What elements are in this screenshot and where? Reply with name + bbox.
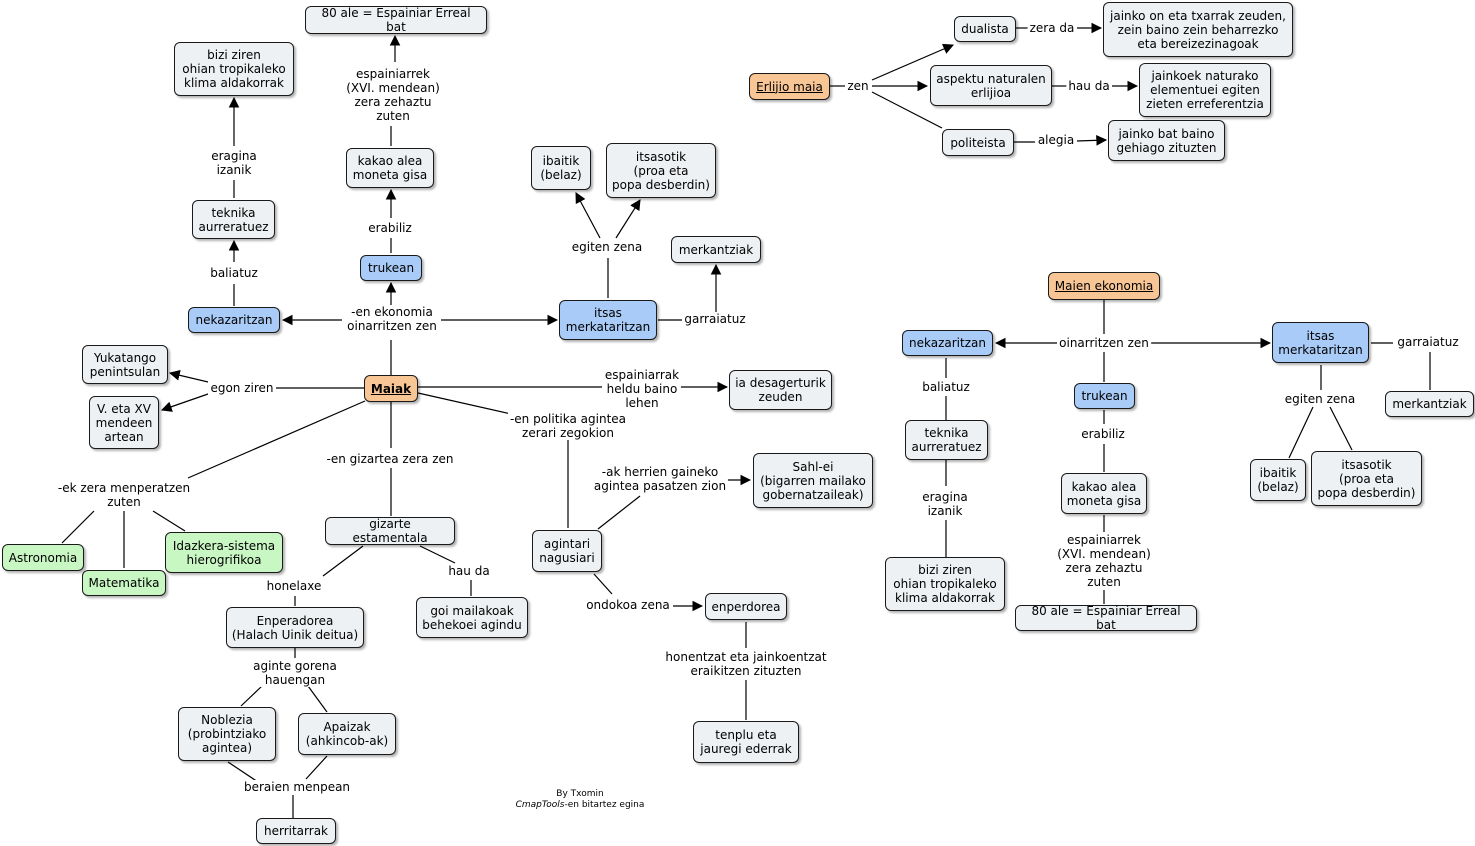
label-r-erabiliz: erabiliz <box>1079 427 1127 441</box>
node-kakao[interactable]: kakao alea moneta gisa <box>346 148 434 188</box>
label-ak-herrien: -ak herrien gaineko agintea pasatzen zio… <box>591 465 729 493</box>
node-gizarte[interactable]: gizarte estamentala <box>325 517 455 545</box>
node-enperadorea[interactable]: Enperadorea (Halach Uinik deitua) <box>226 607 364 648</box>
node-r-ibaitik[interactable]: ibaitik (belaz) <box>1250 459 1306 501</box>
label-egiten-zena: egiten zena <box>569 240 645 254</box>
label-r-garraiatuz: garraiatuz <box>1395 335 1461 349</box>
credit-tool-line: CmapTools-en bitartez egina <box>516 800 645 811</box>
label-hau-da: hau da <box>446 564 492 578</box>
label-aginte-gorena: aginte gorena hauengan <box>251 659 339 687</box>
node-v-eta-xv[interactable]: V. eta XV mendeen artean <box>89 396 159 449</box>
node-r-kakao[interactable]: kakao alea moneta gisa <box>1061 473 1147 514</box>
node-noblezia[interactable]: Noblezia (probintziako agintea) <box>178 707 276 761</box>
label-beraien-menpean: beraien menpean <box>241 780 353 794</box>
node-itsas-merkataritzan[interactable]: itsas merkataritzan <box>559 300 657 340</box>
label-en-politika: -en politika agintea zerari zegokion <box>507 412 629 440</box>
label-zen: zen <box>845 79 871 93</box>
node-r-itsasotik[interactable]: itsasotik (proa eta popa desberdin) <box>1311 451 1422 506</box>
node-matematika[interactable]: Matematika <box>82 570 166 596</box>
label-ek-zera: -ek zera menperatzen zuten <box>55 481 193 509</box>
node-desagerturik[interactable]: ia desagerturik zeuden <box>729 370 832 410</box>
node-erlijio-maia[interactable]: Erlijio maia <box>749 73 830 100</box>
label-r-baliatuz: baliatuz <box>920 380 972 394</box>
node-teknika[interactable]: teknika aurreratuez <box>192 200 275 239</box>
label-oinarritzen-zen: oinarritzen zen <box>1057 336 1151 350</box>
credit-text: By Txomin CmapTools-en bitartez egina <box>516 789 645 811</box>
label-r-espainiarrek: espainiarrek (XVI. mendean) zera zehaztu… <box>1055 533 1153 589</box>
label-en-ekonomia: -en ekonomia oinarritzen zen <box>345 305 439 333</box>
node-r-trukean[interactable]: trukean <box>1074 383 1135 409</box>
node-herritarrak[interactable]: herritarrak <box>256 818 336 844</box>
node-agintari[interactable]: agintari nagusiari <box>532 530 602 572</box>
node-tenplu[interactable]: tenplu eta jauregi ederrak <box>693 721 799 763</box>
credit-tool: CmapTools <box>515 800 565 810</box>
node-ale[interactable]: 80 ale = Espainiar Erreal bat <box>305 6 487 34</box>
node-r-ale[interactable]: 80 ale = Espainiar Erreal bat <box>1015 604 1197 632</box>
node-nekazaritzan[interactable]: nekazaritzan <box>188 307 280 333</box>
node-merkantziak[interactable]: merkantziak <box>671 236 761 263</box>
label-eragina: eragina izanik <box>209 149 259 177</box>
node-goi-mailakoak[interactable]: goi mailakoak behekoei agindu <box>416 597 528 638</box>
label-r-egiten-zena: egiten zena <box>1282 392 1358 406</box>
node-r-merkantziak[interactable]: merkantziak <box>1385 391 1474 417</box>
credit-tool-suffix: -en bitartez egina <box>564 800 645 810</box>
node-maiak[interactable]: Maiak <box>364 375 418 402</box>
label-hau-da-erlijio: hau da <box>1066 79 1112 93</box>
node-enperdorea[interactable]: enperdorea <box>705 593 787 620</box>
node-r-bizi[interactable]: bizi ziren ohian tropikaleko klima aldak… <box>885 557 1005 611</box>
label-egon-ziren: egon ziren <box>208 381 276 395</box>
label-zera-da: zera da <box>1027 21 1077 35</box>
label-honelaxe: honelaxe <box>264 579 324 593</box>
node-apaizak[interactable]: Apaizak (ahkincob-ak) <box>298 713 396 755</box>
label-garraiatuz: garraiatuz <box>682 312 748 326</box>
node-ibaitik[interactable]: ibaitik (belaz) <box>531 146 591 190</box>
node-astronomia[interactable]: Astronomia <box>2 544 84 571</box>
node-jainkoek[interactable]: jainkoek naturako elementuei egiten ziet… <box>1139 63 1271 117</box>
node-sahl[interactable]: Sahl-ei (bigarren mailako gobernatzailea… <box>753 453 873 508</box>
node-jainko-on[interactable]: jainko on eta txarrak zeuden, zein baino… <box>1103 2 1293 57</box>
node-bizi[interactable]: bizi ziren ohian tropikaleko klima aldak… <box>174 42 294 96</box>
node-trukean[interactable]: trukean <box>360 255 422 281</box>
node-itsasotik[interactable]: itsasotik (proa eta popa desberdin) <box>606 143 716 198</box>
label-erabiliz: erabiliz <box>366 221 414 235</box>
label-espainiarrak-heldu: espainiarrak heldu baino lehen <box>602 368 682 410</box>
label-ondokoa-zena: ondokoa zena <box>584 598 672 612</box>
node-jainko-bat[interactable]: jainko bat baino gehiago zituzten <box>1108 120 1225 161</box>
node-aspektu[interactable]: aspektu naturalen erlijioa <box>930 65 1052 106</box>
node-r-nekazaritzan[interactable]: nekazaritzan <box>902 330 993 356</box>
node-maien-ekonomia[interactable]: Maien ekonomia <box>1048 272 1160 300</box>
node-idazkera[interactable]: Idazkera-sistema hierogrifikoa <box>165 532 283 573</box>
node-r-teknika[interactable]: teknika aurreratuez <box>905 420 988 460</box>
label-en-gizartea: -en gizartea zera zen <box>324 452 456 466</box>
node-dualista[interactable]: dualista <box>954 16 1016 42</box>
label-r-eragina: eragina izanik <box>920 490 970 518</box>
credit-author: By Txomin <box>556 789 604 799</box>
label-alegia: alegia <box>1035 133 1077 147</box>
node-politeista[interactable]: politeista <box>942 129 1014 156</box>
label-espainiarrek: espainiarrek (XVI. mendean) zera zehaztu… <box>344 67 442 123</box>
node-yukatango[interactable]: Yukatango penintsulan <box>82 345 168 384</box>
label-baliatuz: baliatuz <box>208 266 260 280</box>
node-r-itsas-merkataritzan[interactable]: itsas merkataritzan <box>1272 322 1369 363</box>
label-honentzat: honentzat eta jainkoentzat eraikitzen zi… <box>663 650 829 678</box>
